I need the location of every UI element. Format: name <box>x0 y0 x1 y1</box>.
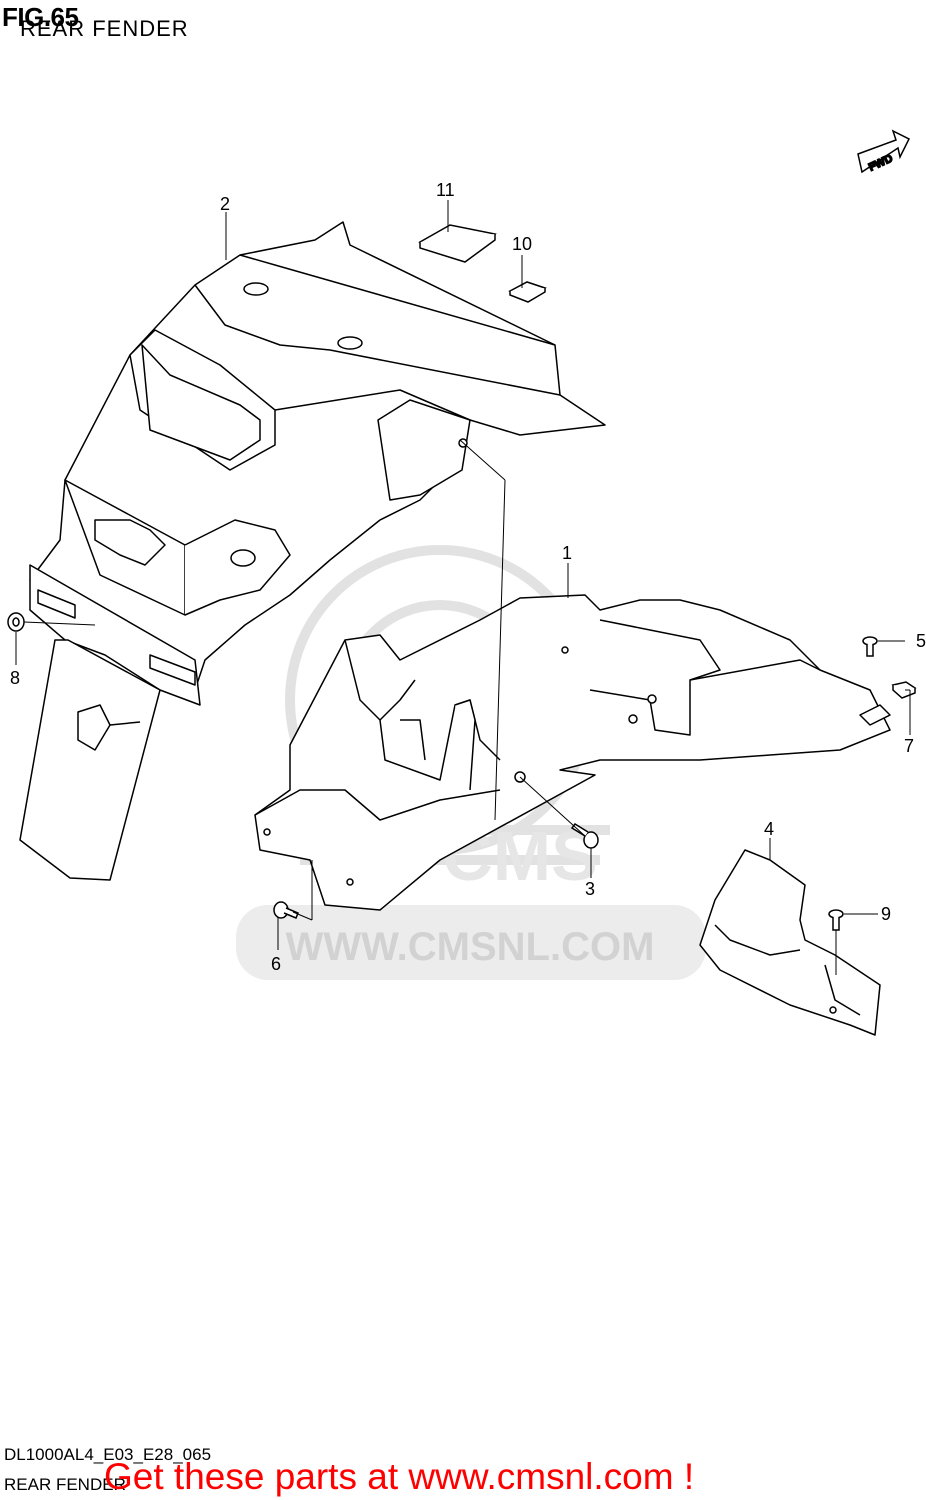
callout-11: 11 <box>436 180 455 200</box>
part-3-bolt-icon <box>570 823 599 849</box>
part-5-screw-icon <box>862 636 878 657</box>
callout-5: 5 <box>916 631 926 651</box>
part-11-pad <box>418 224 497 263</box>
leader-lines <box>15 200 911 975</box>
part-6-screw-icon <box>273 901 299 919</box>
fwd-arrow-icon: FWD <box>857 129 911 175</box>
part-8-grommet-icon <box>7 612 25 632</box>
callout-2: 2 <box>220 194 230 214</box>
figure-title: FIG.65 <box>2 2 79 32</box>
callout-6: 6 <box>271 954 281 974</box>
watermark-text: WWW.CMSNL.COM <box>286 925 655 969</box>
watermark-banner <box>236 905 706 980</box>
footer-model-code: DL1000AL4_E03_E28_065 <box>4 1445 212 1464</box>
callout-9: 9 <box>881 904 891 924</box>
callout-8: 8 <box>10 668 20 688</box>
promo-link[interactable]: Get these parts at www.cmsnl.com ! <box>104 1456 695 1497</box>
footer-section-name: REAR FENDER <box>4 1475 126 1494</box>
part-license-bracket <box>19 564 201 881</box>
callout-10: 10 <box>512 234 532 254</box>
part-2-rear-fender-upper <box>29 221 606 691</box>
callout-4: 4 <box>764 819 774 839</box>
part-1-rear-fender-inner <box>254 594 891 911</box>
callout-7: 7 <box>904 736 914 756</box>
part-7-nut-icon <box>891 681 917 699</box>
figure-subtitle: REAR FENDER <box>20 16 189 41</box>
part-10-pad <box>508 281 547 303</box>
callout-3: 3 <box>585 879 595 899</box>
part-9-screw-icon <box>828 909 844 931</box>
part-4-under-cover <box>699 849 881 1036</box>
callout-1: 1 <box>562 543 572 563</box>
